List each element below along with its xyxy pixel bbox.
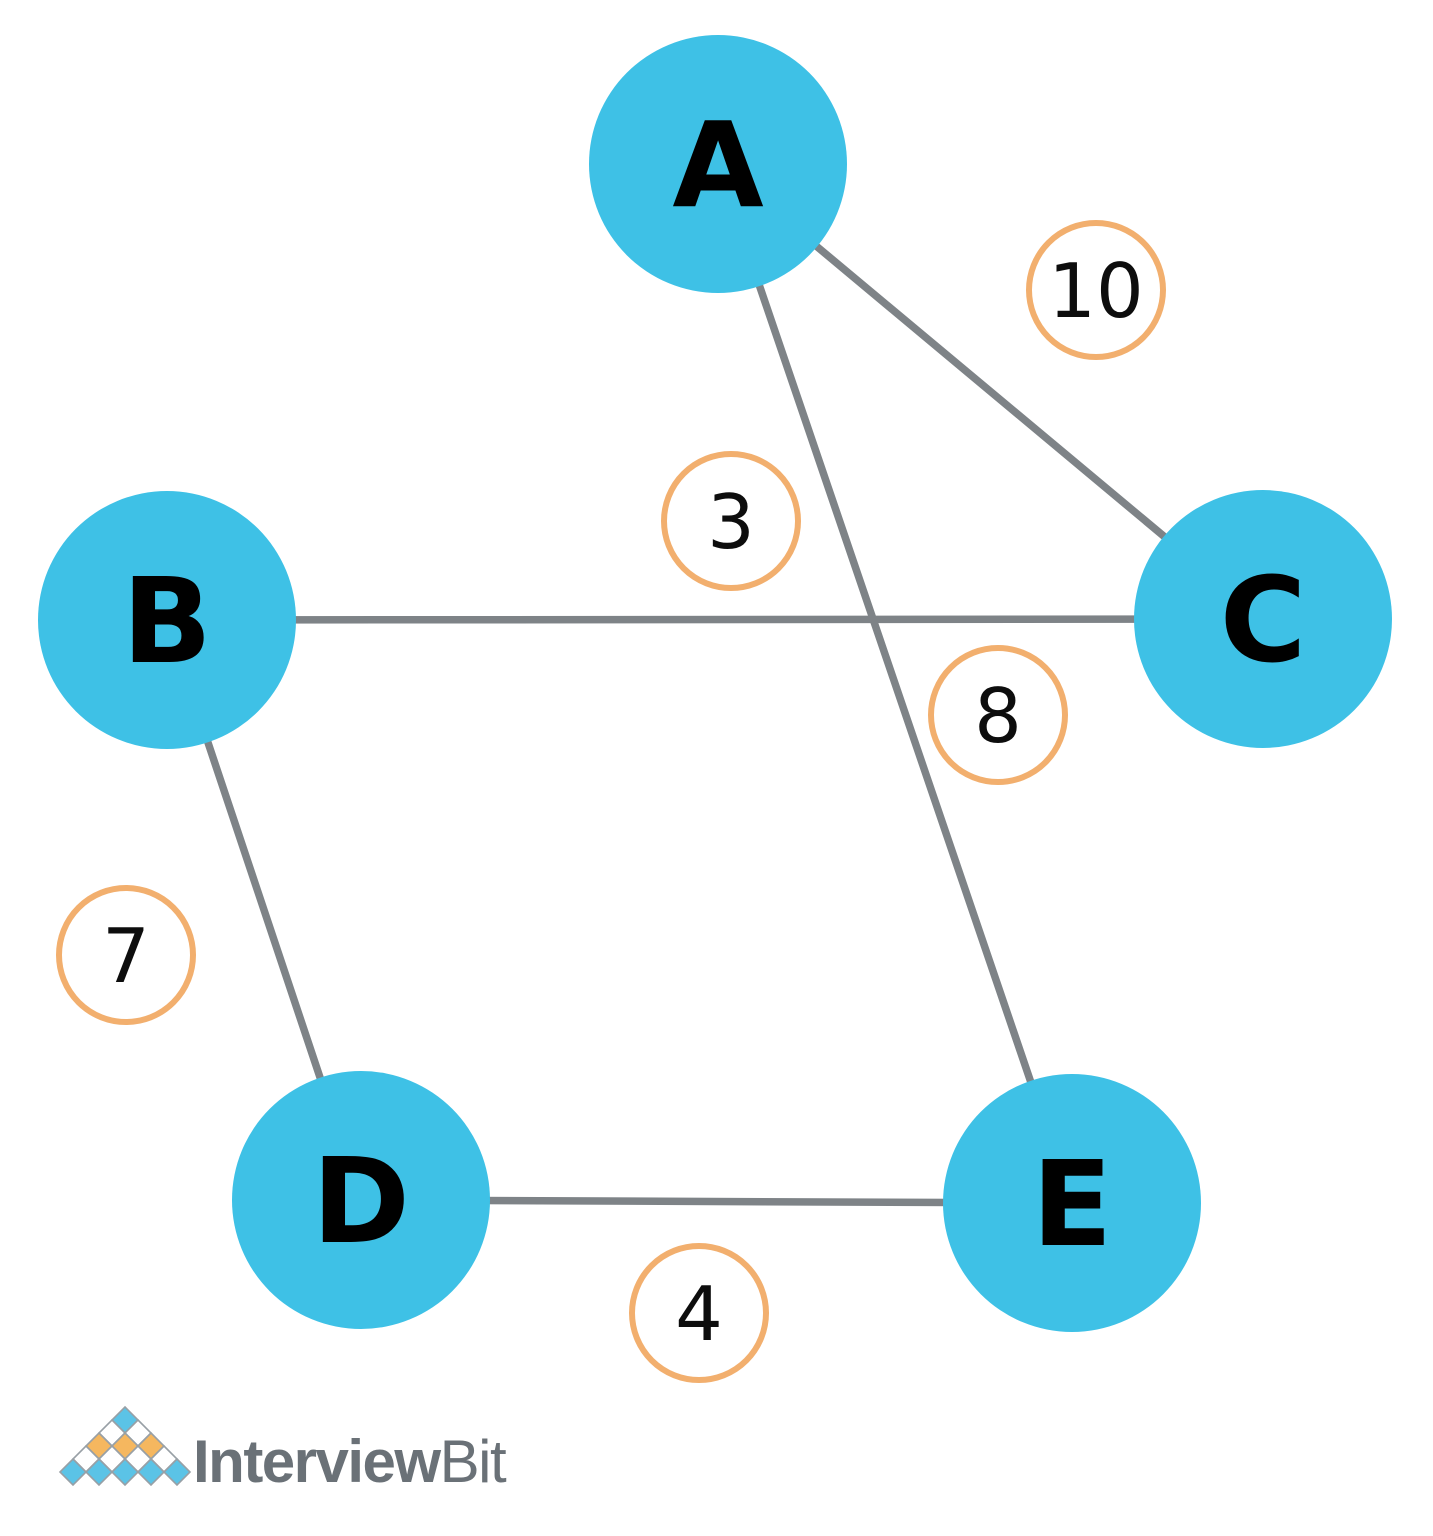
- weight-label-A-E: 8: [974, 672, 1022, 760]
- node-A-label: A: [672, 96, 763, 234]
- weight-ring-A-E: [928, 645, 1068, 785]
- node-B-circle: [38, 491, 296, 749]
- node-B: B: [38, 491, 296, 749]
- node-E-circle: [943, 1074, 1201, 1332]
- logo-text-interview: Interview: [193, 1428, 441, 1495]
- node-C-label: C: [1220, 551, 1307, 689]
- weight-badge-D-E: 4: [629, 1243, 769, 1383]
- node-B-label: B: [122, 552, 212, 690]
- weight-ring-B-C: [661, 451, 801, 591]
- logo-pyramid-icon: [58, 1405, 192, 1487]
- node-D: D: [232, 1071, 490, 1329]
- node-C: C: [1134, 490, 1392, 748]
- weight-badge-A-C: 10: [1026, 220, 1166, 360]
- node-E: E: [943, 1074, 1201, 1332]
- weight-badge-B-D: 7: [56, 885, 196, 1025]
- node-A: A: [589, 35, 847, 293]
- node-A-circle: [589, 35, 847, 293]
- node-E-label: E: [1032, 1135, 1113, 1273]
- interviewbit-logo: InterviewBit: [58, 1405, 508, 1495]
- logo-wordmark: InterviewBit: [193, 1428, 507, 1495]
- node-D-label: D: [312, 1132, 410, 1270]
- node-C-circle: [1134, 490, 1392, 748]
- edge-B-C: [163, 615, 1267, 624]
- logo-text-bit: Bit: [440, 1428, 507, 1495]
- weight-ring-D-E: [629, 1243, 769, 1383]
- weight-ring-B-D: [56, 885, 196, 1025]
- weight-label-B-C: 3: [707, 478, 755, 566]
- weight-badge-A-E: 8: [928, 645, 1068, 785]
- node-D-circle: [232, 1071, 490, 1329]
- weight-badge-B-C: 3: [661, 451, 801, 591]
- edge-A-E: [714, 160, 1076, 1207]
- weight-label-D-E: 4: [675, 1270, 723, 1358]
- weight-label-A-C: 10: [1048, 247, 1143, 335]
- weight-label-B-D: 7: [102, 912, 150, 1000]
- weight-ring-A-C: [1026, 220, 1166, 360]
